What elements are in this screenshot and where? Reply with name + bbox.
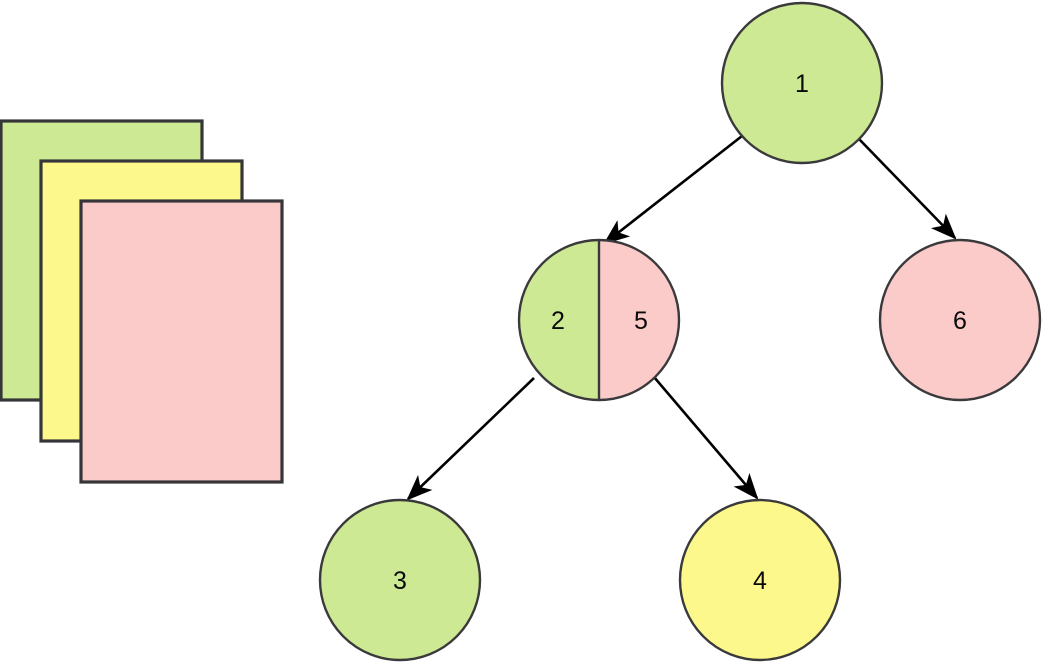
node-2-left-half[interactable] [519,240,679,400]
node-5-right-half[interactable] [519,240,679,400]
card-pink[interactable] [79,199,284,484]
node-1[interactable]: 1 [720,1,884,165]
node-6-circle[interactable] [878,238,1042,402]
node-4-circle[interactable] [678,498,842,662]
card-stack [0,119,284,484]
edge-node1-to-node6 [858,138,957,240]
node-3[interactable]: 3 [318,498,482,662]
node-3-circle[interactable] [318,498,482,662]
tree-edges [406,134,957,501]
edge-node5-to-node4 [653,376,759,500]
node-6[interactable]: 6 [878,238,1042,402]
edge-node1-to-node2 [603,134,743,245]
node-4[interactable]: 4 [678,498,842,662]
node-1-circle[interactable] [720,1,884,165]
node-2-5[interactable]: 2 5 [517,238,681,402]
edge-node2-to-node3 [406,377,535,501]
